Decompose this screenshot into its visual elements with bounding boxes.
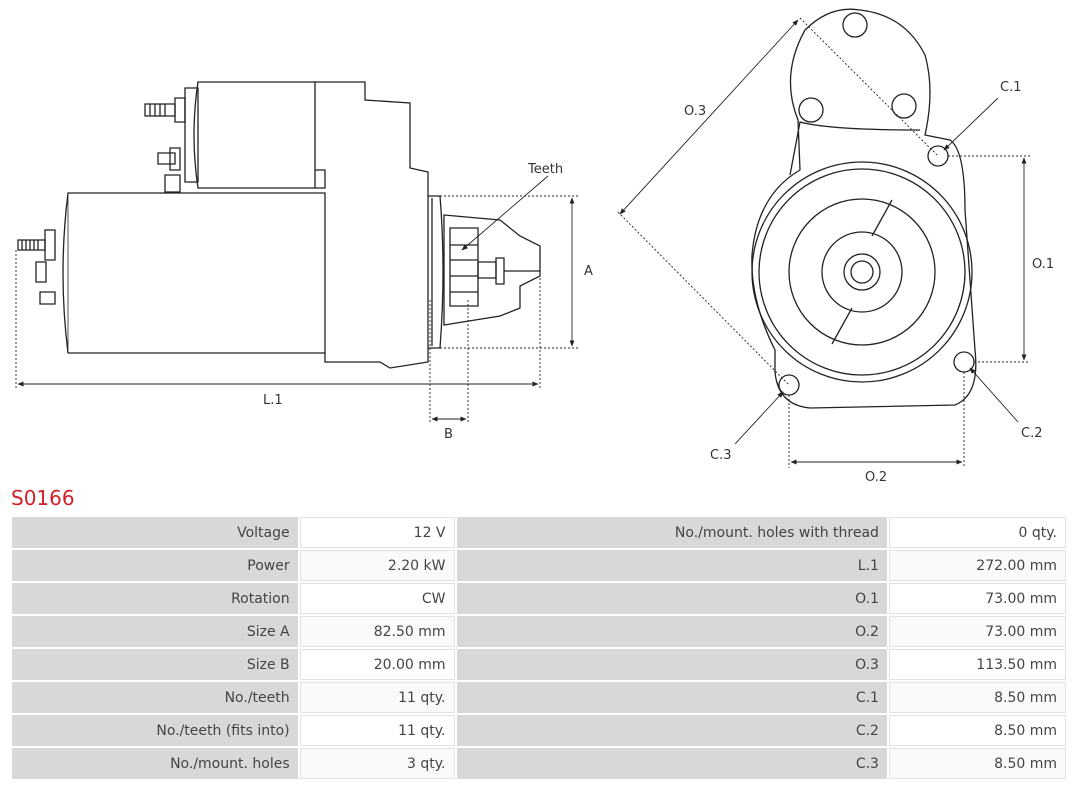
spec-label: Power <box>12 550 298 581</box>
spec-label: No./mount. holes with thread <box>456 517 887 548</box>
spec-label: C.3 <box>456 748 887 779</box>
spec-value: 8.50 mm <box>888 715 1066 746</box>
solenoid <box>193 81 316 189</box>
dim-c3-label: C.3 <box>710 448 731 463</box>
spec-label: O.3 <box>456 649 887 680</box>
spec-value: 73.00 mm <box>888 616 1066 647</box>
spec-value: CW <box>299 583 455 614</box>
spec-label: No./teeth (fits into) <box>12 715 298 746</box>
spec-value: 8.50 mm <box>888 748 1066 779</box>
table-row: Power 2.20 kW L.1 272.00 mm <box>12 550 1066 581</box>
dim-o2-label: O.2 <box>865 470 887 485</box>
side-view <box>17 81 541 369</box>
product-code: S0166 <box>11 486 75 510</box>
spec-value: 20.00 mm <box>299 649 455 680</box>
side-dimensions <box>15 175 578 422</box>
spec-label: C.2 <box>456 715 887 746</box>
spec-value: 3 qty. <box>299 748 455 779</box>
table-row: Size A 82.50 mm O.2 73.00 mm <box>12 616 1066 647</box>
flange-bore <box>751 161 973 383</box>
spec-value: 11 qty. <box>299 715 455 746</box>
spec-label: Voltage <box>12 517 298 548</box>
drive-housing <box>315 81 429 369</box>
table-row: No./teeth 11 qty. C.1 8.50 mm <box>12 682 1066 713</box>
spec-label: Size A <box>12 616 298 647</box>
spec-label: Rotation <box>12 583 298 614</box>
spec-value: 8.50 mm <box>888 682 1066 713</box>
dim-b-label: B <box>444 427 453 442</box>
spec-value: 73.00 mm <box>888 583 1066 614</box>
dim-o1-label: O.1 <box>1032 257 1054 272</box>
table-row: No./teeth (fits into) 11 qty. C.2 8.50 m… <box>12 715 1066 746</box>
front-flange-outline <box>751 8 977 409</box>
table-row: Rotation CW O.1 73.00 mm <box>12 583 1066 614</box>
mounting-flange <box>428 195 444 349</box>
spec-value: 12 V <box>299 517 455 548</box>
spec-value: 82.50 mm <box>299 616 455 647</box>
teeth-label: Teeth <box>527 162 563 177</box>
motor-body <box>62 192 326 354</box>
table-row: No./mount. holes 3 qty. C.3 8.50 mm <box>12 748 1066 779</box>
spec-value: 0 qty. <box>888 517 1066 548</box>
spec-value: 113.50 mm <box>888 649 1066 680</box>
technical-drawing: Teeth A L.1 B O.1 O.2 O.3 <box>15 8 1054 485</box>
spec-label: No./teeth <box>12 682 298 713</box>
front-dimensions <box>617 17 1030 468</box>
spec-label: O.1 <box>456 583 887 614</box>
table-row: Size B 20.00 mm O.3 113.50 mm <box>12 649 1066 680</box>
spec-label: Size B <box>12 649 298 680</box>
spec-label: C.1 <box>456 682 887 713</box>
spec-label: O.2 <box>456 616 887 647</box>
dim-c1-label: C.1 <box>1000 80 1021 95</box>
dim-a-label: A <box>584 264 593 279</box>
dim-l1-label: L.1 <box>263 393 283 408</box>
spec-label: No./mount. holes <box>12 748 298 779</box>
table-row: Voltage 12 V No./mount. holes with threa… <box>12 517 1066 548</box>
spec-value: 2.20 kW <box>299 550 455 581</box>
spec-value: 11 qty. <box>299 682 455 713</box>
spec-value: 272.00 mm <box>888 550 1066 581</box>
spec-table: Voltage 12 V No./mount. holes with threa… <box>10 515 1068 781</box>
spec-label: L.1 <box>456 550 887 581</box>
pinion-gear <box>443 214 541 326</box>
front-view <box>751 8 977 409</box>
dim-c2-label: C.2 <box>1021 426 1042 441</box>
dim-o3-label: O.3 <box>684 104 706 119</box>
